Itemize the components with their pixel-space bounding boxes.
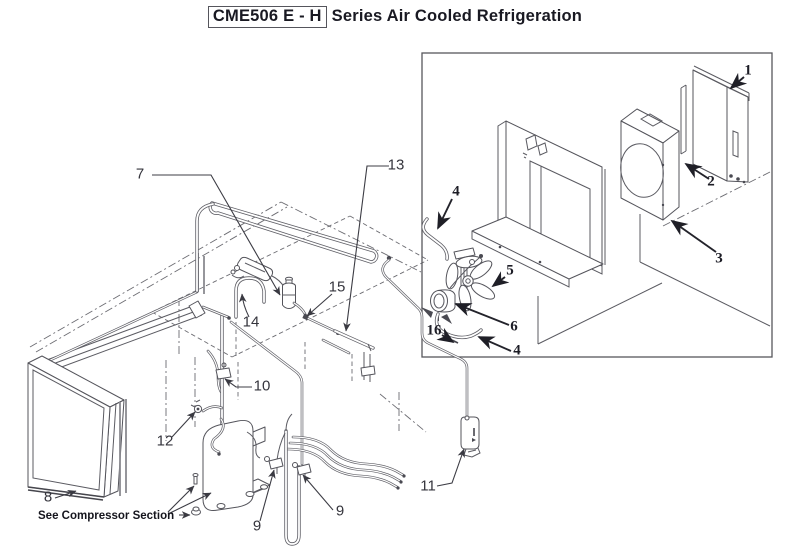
callout-8: 8 <box>43 488 53 506</box>
side-panel <box>680 65 750 184</box>
compressor <box>191 417 271 516</box>
back-panel <box>471 120 606 288</box>
callout-9-left: 9 <box>252 517 262 535</box>
suction-tube-assembly <box>264 413 406 546</box>
callout-9-right: 9 <box>335 502 345 520</box>
callout-2: 2 <box>707 173 715 190</box>
callout-1: 1 <box>744 62 752 79</box>
enclosure-detail-box <box>421 52 773 358</box>
service-tube-and-valve-11 <box>381 255 481 458</box>
title-series-text: Series Air Cooled Refrigeration <box>331 7 583 25</box>
callout-14: 14 <box>242 313 260 331</box>
callout-6: 6 <box>510 318 518 335</box>
enclosure-construction-lines <box>537 171 771 345</box>
valve-and-drier <box>234 276 376 382</box>
model-number-box: CME506 E - H <box>207 6 327 28</box>
callout-10: 10 <box>253 377 271 395</box>
fan-shroud <box>620 108 680 221</box>
construction-lines <box>29 201 429 441</box>
callout-11: 11 <box>420 477 436 495</box>
callout-15: 15 <box>328 278 346 296</box>
callout-12: 12 <box>156 432 174 450</box>
callout-16: 16 <box>426 322 442 339</box>
callout-13: 13 <box>387 156 405 174</box>
callout-5: 5 <box>506 262 514 279</box>
condenser-coil <box>27 290 203 501</box>
callout-4-lower: 4 <box>513 342 521 359</box>
callout-4-upper: 4 <box>452 183 460 200</box>
compressor-section-note: See Compressor Section <box>38 510 175 522</box>
tube-manifold <box>188 253 304 466</box>
callout-7: 7 <box>135 165 145 183</box>
callout-3: 3 <box>715 250 723 267</box>
callout-arrows <box>54 72 748 522</box>
